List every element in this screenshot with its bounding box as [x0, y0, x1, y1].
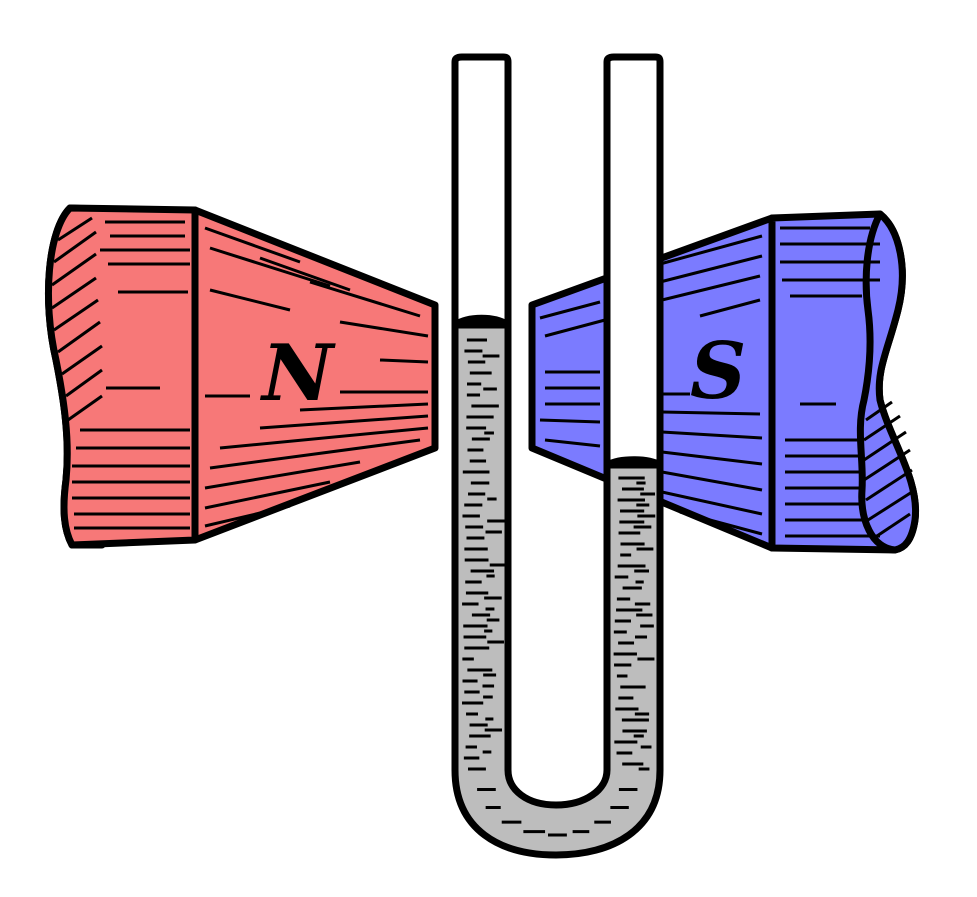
- liquid-texture: [462, 338, 656, 837]
- south-pole-label: S: [690, 326, 746, 417]
- north-pole-shading: [204, 226, 429, 528]
- right-meniscus: [605, 456, 662, 468]
- u-tube-left-glass: [451, 53, 512, 329]
- south-pole-shading: [539, 234, 763, 536]
- south-body-shading: [780, 226, 880, 538]
- north-magnet: N: [44, 204, 439, 549]
- north-magnet-body: [44, 204, 199, 549]
- north-pole-piece: [191, 206, 439, 544]
- north-end-hatching: [51, 216, 103, 422]
- north-pole-label: N: [259, 328, 336, 419]
- north-body-shading: [72, 220, 190, 530]
- south-end-hatching: [863, 400, 913, 540]
- u-tube-liquid: [451, 321, 664, 859]
- south-magnet: S: [528, 210, 920, 554]
- u-tube: [451, 53, 664, 859]
- south-magnet-end-face: [856, 210, 920, 554]
- left-meniscus: [453, 315, 510, 328]
- u-tube-right-glass: [603, 53, 664, 469]
